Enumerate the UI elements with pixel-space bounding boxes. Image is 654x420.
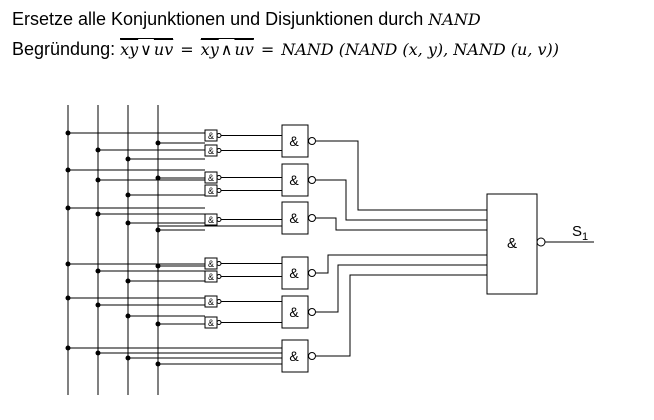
middle-gate — [281, 124, 309, 158]
output-label: S1 — [572, 223, 588, 243]
middle-gate — [281, 256, 309, 290]
middle-gate — [281, 295, 309, 329]
mid-xy: xy — [200, 40, 219, 59]
mini-gate-symbol: & — [208, 173, 214, 183]
final-gate-bubble — [536, 237, 546, 247]
mini-gate-symbol: & — [208, 131, 214, 141]
middle-gate-symbol: & — [289, 172, 299, 188]
mid-uv: uv — [234, 40, 254, 59]
title-text: Ersetze alle Konjunktionen und Disjunkti… — [12, 9, 424, 29]
middle-gate-symbol: & — [289, 210, 299, 226]
page-title: Ersetze alle Konjunktionen und Disjunkti… — [12, 8, 481, 31]
mini-gate-bubbles — [216, 133, 222, 325]
lhs-or: ∨ — [140, 40, 152, 59]
middle-gate-bubble — [308, 308, 316, 316]
title-nand: NAND — [428, 10, 481, 29]
eq-two: = — [260, 40, 275, 59]
mini-gate-symbol: & — [208, 215, 214, 225]
middle-gate-bubble — [308, 269, 316, 277]
middle-gate-bubble — [308, 352, 316, 360]
mid-and: ∧ — [220, 40, 233, 59]
middle-gate-symbol: & — [289, 348, 299, 364]
mid-wires — [158, 135, 282, 323]
middle-gate-symbol: & — [289, 304, 299, 320]
mini-gate-symbol: & — [208, 259, 214, 269]
lhs-uv: uv — [153, 40, 174, 59]
lhs-expression: xy∨uv — [120, 38, 174, 59]
final-gate-symbol: & — [507, 235, 517, 252]
mini-gate-symbol: & — [208, 146, 214, 156]
middle-gate-symbol: & — [289, 133, 299, 149]
mini-gates — [204, 129, 218, 329]
middle-gate-bubble — [308, 176, 316, 184]
middle-gate-symbol: & — [289, 265, 299, 281]
middle-gate — [281, 163, 309, 197]
output-wires — [316, 140, 487, 357]
reason-label: Begründung: — [12, 39, 116, 59]
mid-expression: xy∧uv — [200, 38, 254, 59]
input-wires — [68, 132, 282, 365]
reasoning-line: Begründung: xy∨uv = xy∧uv = NAND (NAND (… — [12, 36, 559, 63]
middle-gate — [281, 201, 309, 235]
rhs-expression: NAND (NAND (x, y), NAND (u, v)) — [281, 40, 560, 59]
final-gate — [486, 193, 538, 295]
output-label-subscript: 1 — [582, 231, 588, 243]
mini-gate-symbol: & — [208, 186, 214, 196]
mini-gate-symbol: & — [208, 272, 214, 282]
middle-gate-bubble — [308, 214, 316, 222]
mini-gate-symbol: & — [208, 297, 214, 307]
eq-one: = — [180, 40, 194, 59]
middle-gate-bubble — [308, 137, 316, 145]
mini-gate-symbol: & — [208, 318, 214, 328]
lhs-xy: xy — [120, 40, 139, 59]
junction-dots — [65, 130, 161, 367]
output-label-main: S — [572, 223, 582, 240]
middle-gates — [281, 124, 316, 373]
